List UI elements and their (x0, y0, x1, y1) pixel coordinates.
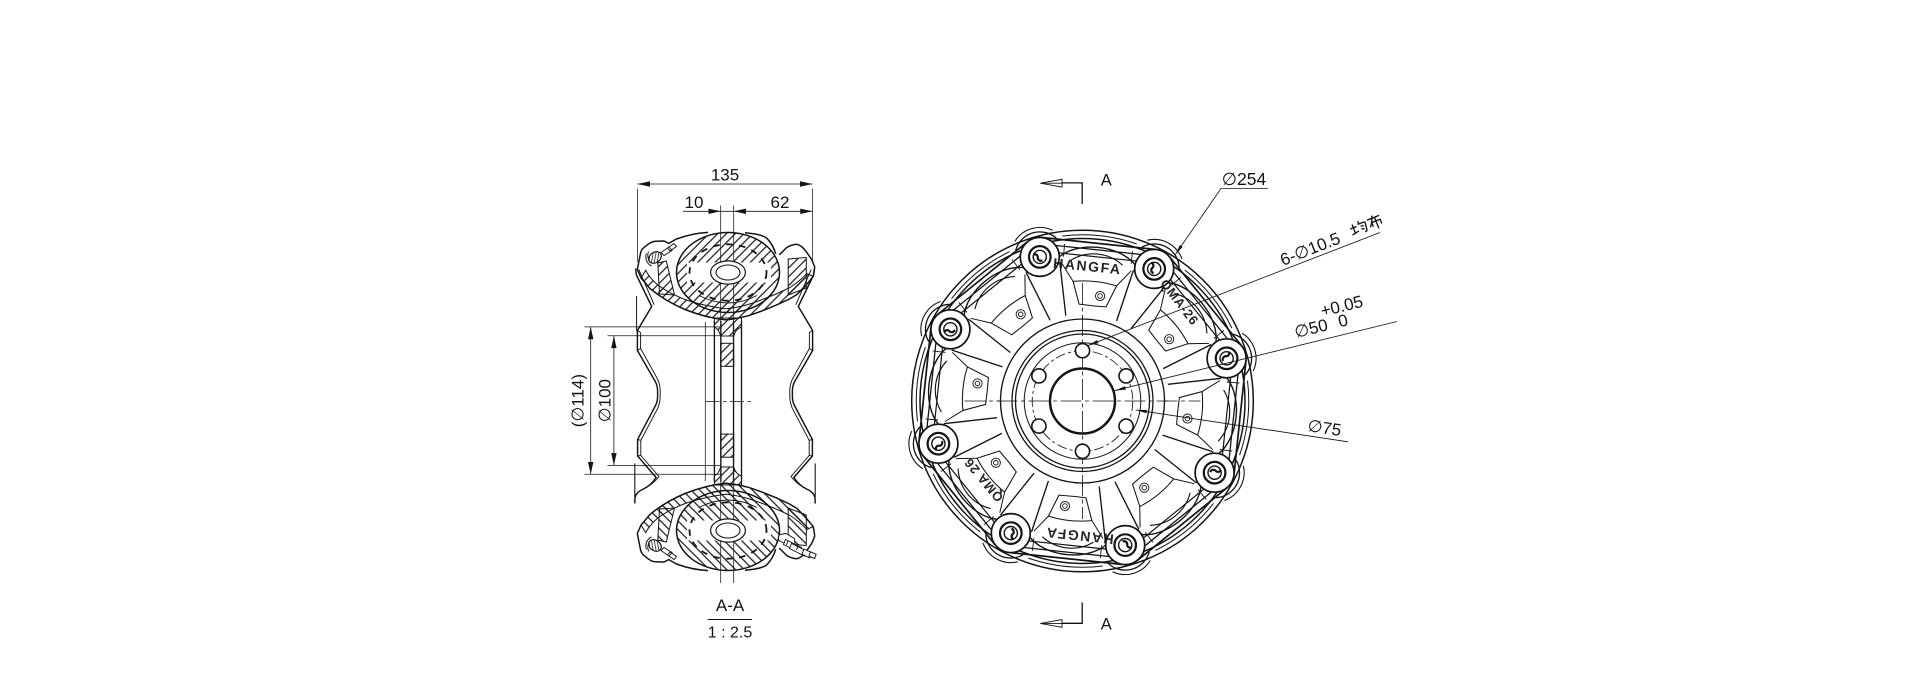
svg-text:62: 62 (771, 193, 790, 212)
svg-text:A: A (1101, 615, 1112, 633)
svg-text:(∅114): (∅114) (569, 374, 588, 427)
svg-text:∅100: ∅100 (596, 379, 615, 422)
svg-text:A: A (1101, 171, 1112, 189)
svg-text:1 : 2.5: 1 : 2.5 (708, 625, 753, 642)
svg-text:∅254: ∅254 (1222, 169, 1267, 189)
svg-text:10: 10 (685, 193, 704, 212)
svg-text:A-A: A-A (716, 596, 745, 615)
svg-text:135: 135 (711, 166, 739, 185)
